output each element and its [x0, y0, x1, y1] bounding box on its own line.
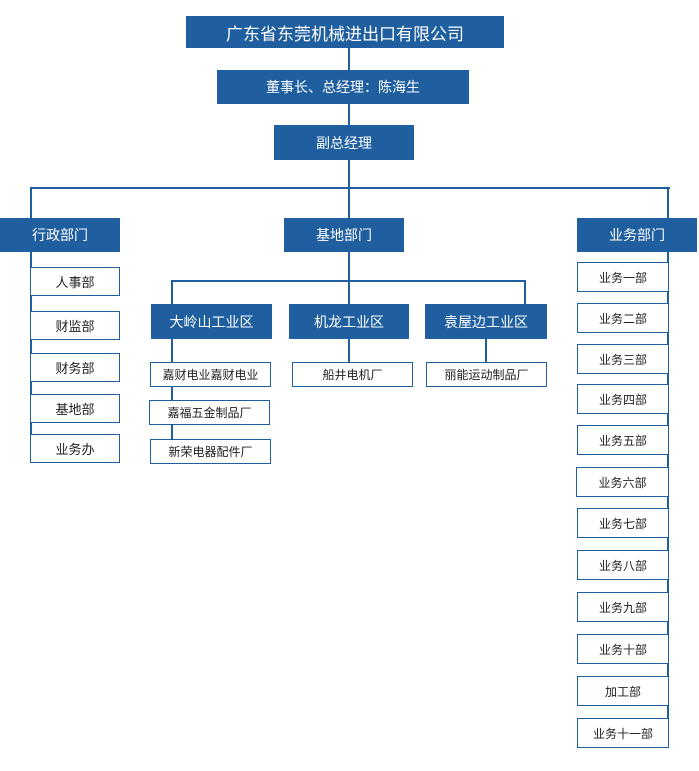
business-item: 业务八部: [577, 550, 669, 580]
business-department-node: 业务部门: [577, 218, 697, 252]
business-item: 业务一部: [577, 262, 669, 292]
connector-line: [171, 280, 173, 305]
base-department-node: 基地部门: [284, 218, 404, 252]
business-item: 业务四部: [577, 384, 669, 414]
connector-line: [485, 338, 487, 363]
factory-item: 船井电机厂: [292, 362, 413, 387]
factory-item: 新荣电器配件厂: [150, 439, 271, 464]
business-item: 业务六部: [576, 467, 669, 497]
chairman-node: 董事长、总经理：陈海生: [217, 70, 469, 104]
business-item: 加工部: [577, 676, 669, 706]
business-item: 业务十部: [577, 634, 669, 664]
business-item: 业务七部: [577, 508, 669, 538]
admin-item: 财监部: [30, 311, 120, 340]
business-item: 业务五部: [577, 425, 669, 455]
company-node: 广东省东莞机械进出口有限公司: [186, 16, 504, 48]
business-item: 业务三部: [577, 344, 669, 374]
zone-node: 大岭山工业区: [151, 304, 272, 339]
factory-item: 丽能运动制品厂: [426, 362, 547, 387]
connector-line: [524, 280, 526, 305]
connector-line: [348, 338, 350, 363]
zone-node: 袁屋边工业区: [425, 304, 547, 339]
connector-line: [171, 338, 173, 443]
connector-line: [348, 250, 350, 305]
factory-item: 嘉福五金制品厂: [149, 400, 270, 425]
business-item: 业务十一部: [577, 718, 669, 748]
admin-item: 基地部: [30, 394, 120, 423]
factory-item: 嘉财电业嘉财电业: [150, 362, 271, 387]
connector-line: [30, 187, 670, 189]
admin-item: 财务部: [30, 353, 120, 382]
connector-line: [171, 280, 526, 282]
deputy-manager-node: 副总经理: [274, 125, 414, 160]
zone-node: 机龙工业区: [289, 304, 409, 339]
business-item: 业务二部: [577, 303, 669, 333]
admin-item: 人事部: [30, 267, 120, 296]
business-item: 业务九部: [577, 592, 669, 622]
admin-item: 业务办: [30, 434, 120, 463]
admin-department-node: 行政部门: [0, 218, 120, 252]
